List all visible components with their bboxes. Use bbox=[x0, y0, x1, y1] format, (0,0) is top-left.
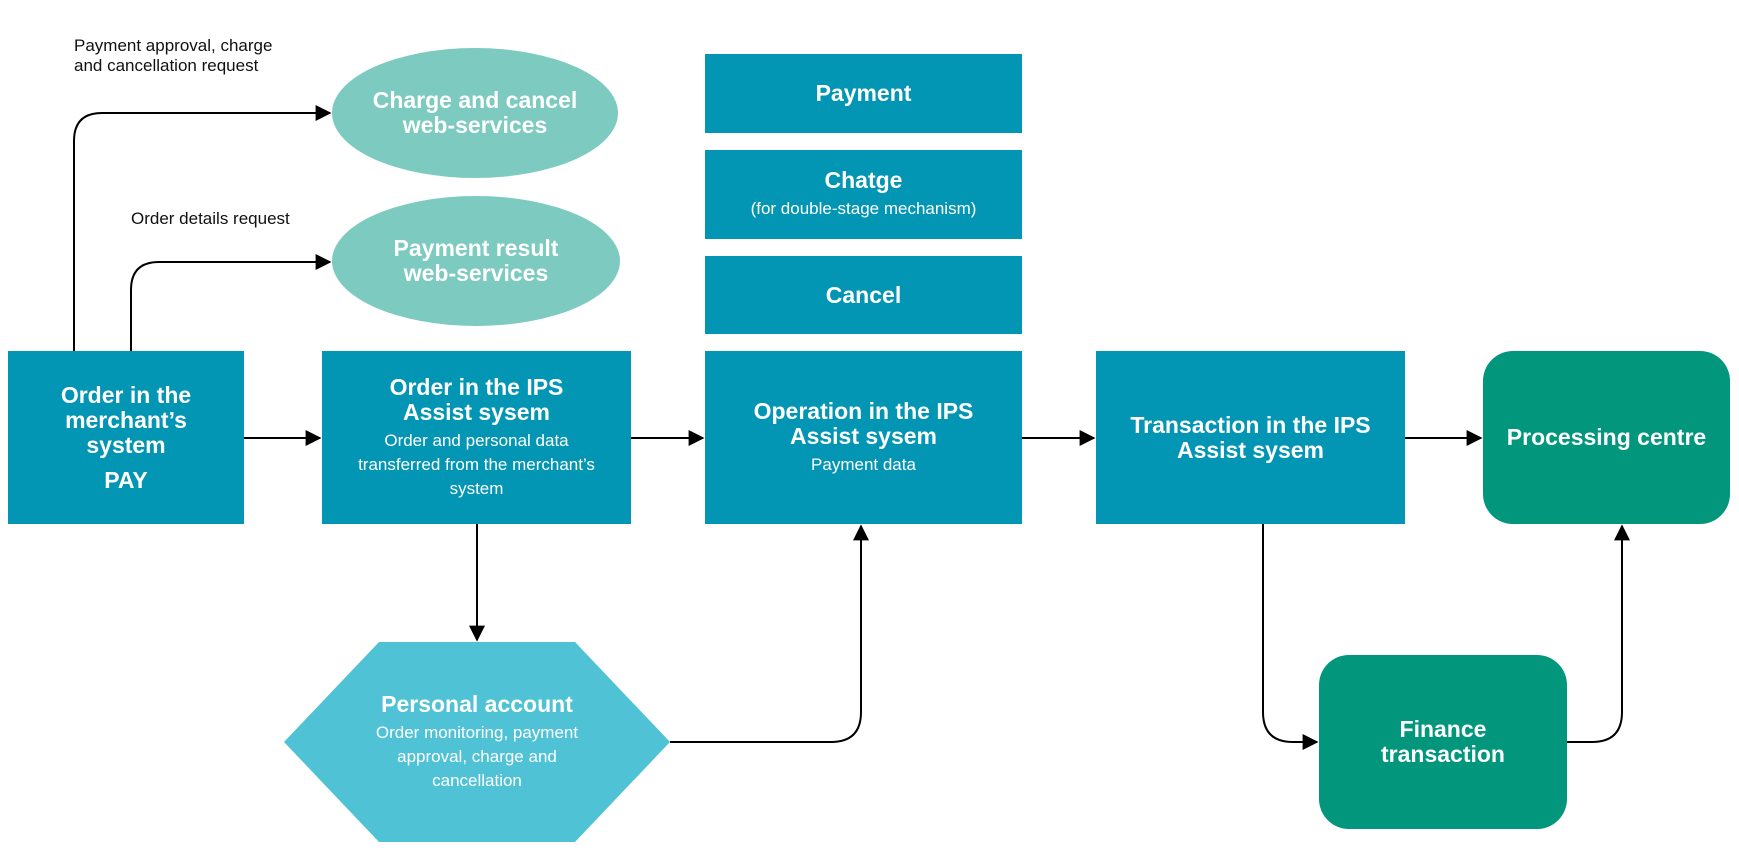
arrow-merchant-to-charge-cancel-ws bbox=[73, 105, 332, 351]
charge-cancel-webservices-title: Charge and cancel web-services bbox=[372, 87, 578, 138]
cancel-box: Cancel bbox=[705, 256, 1022, 334]
ips-operation-box: Operation in the IPS Assist sysem Paymen… bbox=[705, 351, 1022, 524]
merchant-order-box: Order in the merchant’s system PAY bbox=[8, 351, 244, 524]
personal-account-text: Personal account Order monitoring, payme… bbox=[284, 642, 670, 842]
processing-centre-title: Processing centre bbox=[1506, 424, 1707, 450]
arrow-transaction-to-finance bbox=[1262, 524, 1319, 750]
ips-operation-title: Operation in the IPS Assist sysem bbox=[753, 397, 974, 449]
ips-transaction-title: Transaction in the IPS Assist sysem bbox=[1130, 411, 1371, 463]
payment-result-webservices-title: Payment result web-services bbox=[393, 235, 559, 286]
personal-account-hexagon bbox=[284, 642, 670, 842]
ips-order-subtitle: Order and personal data transferred from… bbox=[358, 430, 595, 498]
finance-transaction-title: Finance transaction bbox=[1381, 716, 1505, 767]
charge-box-title: Chatge bbox=[824, 167, 903, 193]
details-request-label: Order details request bbox=[131, 209, 290, 228]
payment-result-webservices-oval: Payment result web-services bbox=[332, 196, 620, 326]
charge-cancel-webservices-oval: Charge and cancel web-services bbox=[332, 48, 618, 178]
processing-centre-box: Processing centre bbox=[1483, 351, 1730, 524]
payment-box-title: Payment bbox=[815, 80, 912, 106]
ips-operation-subtitle: Payment data bbox=[811, 454, 916, 474]
arrow-merchant-to-payment-result-ws bbox=[130, 254, 332, 351]
pay-label: PAY bbox=[104, 466, 148, 493]
charge-box-subtitle: (for double-stage mechanism) bbox=[750, 199, 977, 218]
arrow-finance-to-processing bbox=[1567, 524, 1630, 743]
approval-request-label: Payment approval, charge and cancellatio… bbox=[74, 36, 273, 75]
payment-box: Payment bbox=[705, 54, 1022, 133]
merchant-order-title: Order in the merchant’s system bbox=[60, 381, 192, 458]
charge-box: Chatge (for double-stage mechanism) bbox=[705, 150, 1022, 239]
arrow-personal-account-to-operation bbox=[670, 524, 869, 743]
personal-account-title: Personal account bbox=[381, 690, 573, 717]
ips-order-title: Order in the IPS Assist sysem bbox=[389, 373, 564, 425]
ips-transaction-box: Transaction in the IPS Assist sysem bbox=[1096, 351, 1405, 524]
cancel-box-title: Cancel bbox=[825, 281, 902, 308]
personal-account-subtitle: Order monitoring, payment approval, char… bbox=[375, 722, 579, 790]
finance-transaction-box: Finance transaction bbox=[1319, 655, 1567, 829]
ips-order-box: Order in the IPS Assist sysem Order and … bbox=[322, 351, 631, 524]
